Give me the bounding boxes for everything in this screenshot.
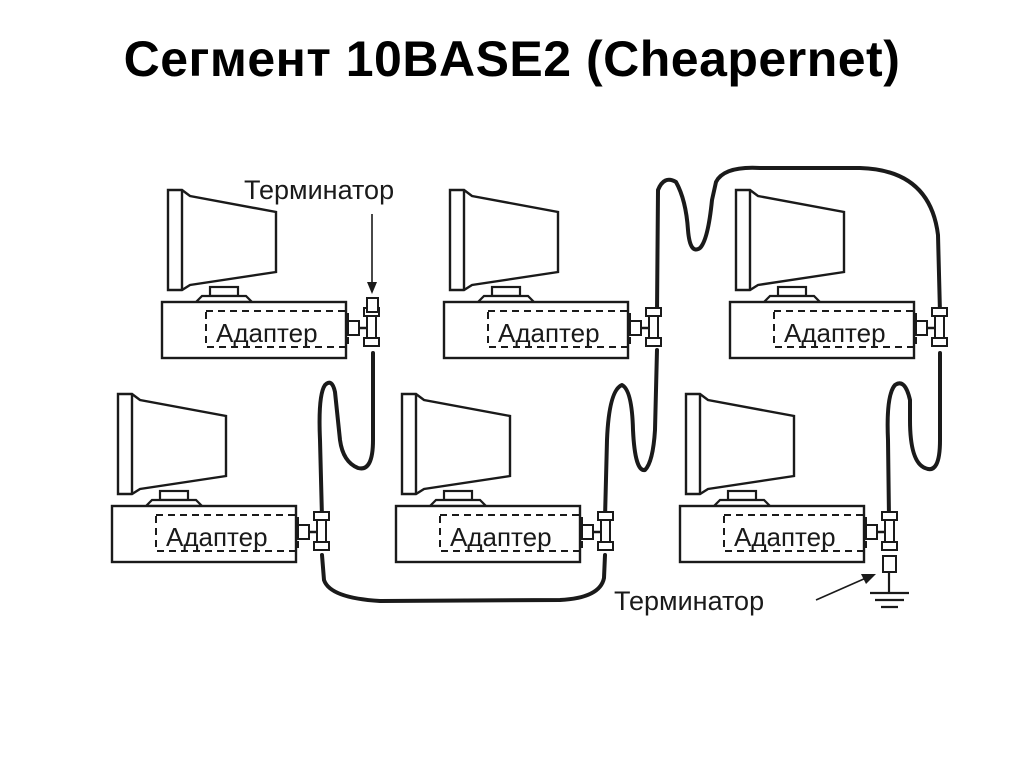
adapter-label: Адаптер [216, 318, 318, 348]
station-3: Адаптер [728, 188, 949, 360]
adapter-label: Адаптер [166, 522, 268, 552]
arrowhead-icon [367, 282, 377, 294]
terminator-plug [366, 297, 379, 313]
station-1: Адаптер [160, 188, 381, 360]
arrowhead-icon [861, 574, 876, 584]
terminator-pointer-arrow [815, 577, 867, 601]
terminator-bottom: Терминатор [614, 555, 909, 616]
coaxial-cable [317, 165, 942, 603]
station-5: Адаптер [394, 392, 615, 564]
station-4: Адаптер [110, 392, 331, 564]
station-2: Адаптер [442, 188, 663, 360]
adapter-label: Адаптер [498, 318, 600, 348]
adapter-label: Адаптер [734, 522, 836, 552]
adapter-label: Адаптер [450, 522, 552, 552]
terminator-label: Терминатор [244, 175, 394, 205]
adapter-label: Адаптер [784, 318, 886, 348]
terminator-label: Терминатор [614, 586, 764, 616]
station-6: Адаптер [678, 392, 899, 564]
slide-title: Сегмент 10BASE2 (Cheapernet) [123, 31, 901, 87]
ground-icon [870, 591, 909, 609]
terminator-top: Терминатор [244, 175, 394, 313]
